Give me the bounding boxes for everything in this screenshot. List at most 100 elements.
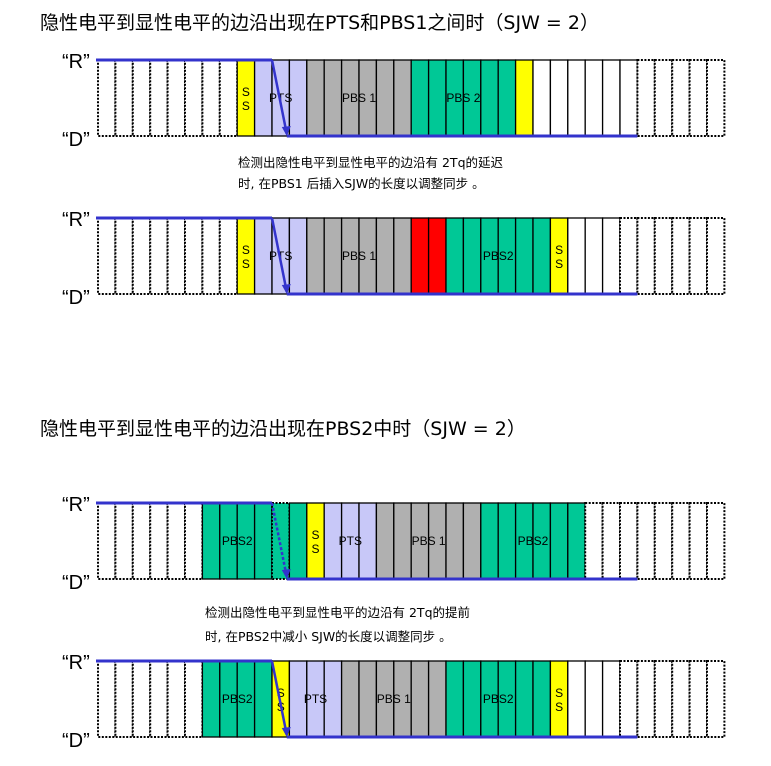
tq-cell-blank	[184, 502, 204, 580]
segment-label-pbs2: PBS2	[518, 534, 549, 548]
tq-cell-pbs2	[410, 59, 430, 137]
tq-cell-pbs2	[201, 660, 221, 738]
tq-cell-blank	[619, 59, 639, 137]
segment-label-pbs2: PBS2	[483, 692, 514, 706]
tq-cell-pbs1	[393, 217, 412, 295]
segment-label-ss: S	[311, 528, 319, 542]
segment-label-ss: S	[555, 686, 563, 700]
tq-cell-pbs1	[375, 502, 395, 580]
tq-cell-blank	[671, 217, 691, 295]
caption-advance-2: 时, 在PBS2中减小 SJW的长度以调整同步 。	[205, 629, 452, 644]
tq-cell-pbs2	[445, 217, 465, 295]
tq-cell-blank	[601, 59, 621, 137]
tq-cell-pbs2	[445, 660, 465, 738]
tq-cell-pbs1	[306, 59, 325, 137]
tq-cell-blank	[636, 59, 656, 137]
tq-cell-pbs2	[462, 217, 482, 295]
tq-cell-blank	[149, 59, 169, 137]
segment-label-pts: PTS	[339, 534, 362, 548]
tq-cell-blank	[166, 59, 187, 137]
tq-cell-pbs1	[393, 59, 412, 137]
tq-cell-pbs2	[480, 502, 499, 580]
title-bottom: 隐性电平到显性电平的边沿出现在PBS2中时（SJW = 2）	[40, 418, 526, 440]
tq-cell-blank	[218, 217, 239, 295]
tq-cell-blank	[688, 217, 708, 295]
tq-cell-pbs2	[201, 502, 221, 580]
arrowhead-icon	[281, 727, 291, 737]
tq-cell-blank	[567, 217, 586, 295]
tq-cell-blank	[636, 502, 656, 580]
tq-cell-pbs2	[532, 660, 552, 738]
tq-cell-pbs1	[393, 502, 412, 580]
arrowhead-icon	[281, 126, 291, 136]
tq-cell-blank	[97, 217, 117, 295]
tq-cell-blank	[218, 59, 239, 137]
segment-label-pbs2: PBS2	[222, 534, 253, 548]
level-label-recessive: “R”	[62, 652, 90, 674]
segment-label-pbs1: PBS 1	[377, 692, 411, 706]
signal-falling-edge	[270, 502, 289, 578]
level-label-recessive: “R”	[62, 51, 90, 73]
tq-cell-sjw	[410, 217, 430, 295]
tq-cell-blank	[114, 217, 134, 295]
tq-cell-pbs1	[427, 660, 447, 738]
tq-cell-blank	[688, 59, 708, 137]
tq-cell-blank	[619, 217, 639, 295]
tq-cell-pbs1	[358, 660, 378, 738]
tq-cell-blank	[114, 660, 134, 738]
tq-cell-blank	[619, 502, 639, 580]
tq-cell-pbs2	[514, 660, 534, 738]
tq-cell-blank	[201, 217, 221, 295]
arrowhead-icon	[281, 284, 291, 294]
tq-cell-blank	[584, 217, 604, 295]
level-label-dominant: “D”	[62, 129, 90, 151]
signal-falling-edge	[270, 660, 289, 736]
tq-cell-pbs1	[445, 502, 465, 580]
tq-cell-pbs1	[375, 217, 395, 295]
tq-cell-blank	[131, 59, 152, 137]
segment-label-pbs1: PBS 1	[342, 249, 376, 263]
tq-cell-pbs2	[253, 660, 273, 738]
segment-label-pbs2: PBS2	[483, 249, 514, 263]
segment-label-ss: S	[555, 243, 563, 257]
tq-cell-blank	[97, 59, 117, 137]
tq-cell-blank	[601, 217, 621, 295]
segment-label-ss: S	[242, 257, 250, 271]
tq-cell-blank	[114, 59, 134, 137]
tq-cell-blank	[671, 660, 691, 738]
tq-cell-blank	[131, 217, 152, 295]
segment-label-ss: S	[311, 542, 319, 556]
tq-cell-pbs2	[288, 502, 308, 580]
tq-cell-blank	[114, 502, 134, 580]
tq-cell-blank	[549, 59, 569, 137]
tq-cell-blank	[653, 59, 674, 137]
segment-label-ss: S	[555, 700, 563, 714]
tq-cell-pbs1	[410, 660, 430, 738]
tq-cell-blank	[653, 502, 674, 580]
segment-label-pbs2: PBS 2	[446, 91, 480, 105]
tq-cell-pbs1	[323, 217, 343, 295]
tq-cell-blank	[706, 217, 726, 295]
segment-label-ss: S	[277, 686, 285, 700]
tq-cell-pbs2	[532, 217, 552, 295]
tq-cell-blank	[532, 59, 552, 137]
tq-cell-sjw	[427, 217, 447, 295]
tq-cell-blank	[671, 502, 691, 580]
tq-cell-blank	[636, 217, 656, 295]
tq-cell-blank	[584, 660, 604, 738]
tq-cell-blank	[636, 660, 656, 738]
tq-cell-blank	[97, 660, 117, 738]
tq-cell-pbs1	[306, 217, 325, 295]
tq-cell-blank	[149, 660, 169, 738]
tq-cell-blank	[584, 502, 604, 580]
tq-cell-blank	[601, 502, 621, 580]
segment-label-pbs1: PBS 1	[412, 534, 446, 548]
tq-cell-blank	[567, 59, 586, 137]
level-label-dominant: “D”	[62, 572, 90, 594]
tq-cell-blank	[166, 502, 187, 580]
caption-delay-1: 检测出隐性电平到显性电平的边沿有 2Tq的延迟	[238, 155, 503, 170]
tq-cell-blank	[601, 660, 621, 738]
